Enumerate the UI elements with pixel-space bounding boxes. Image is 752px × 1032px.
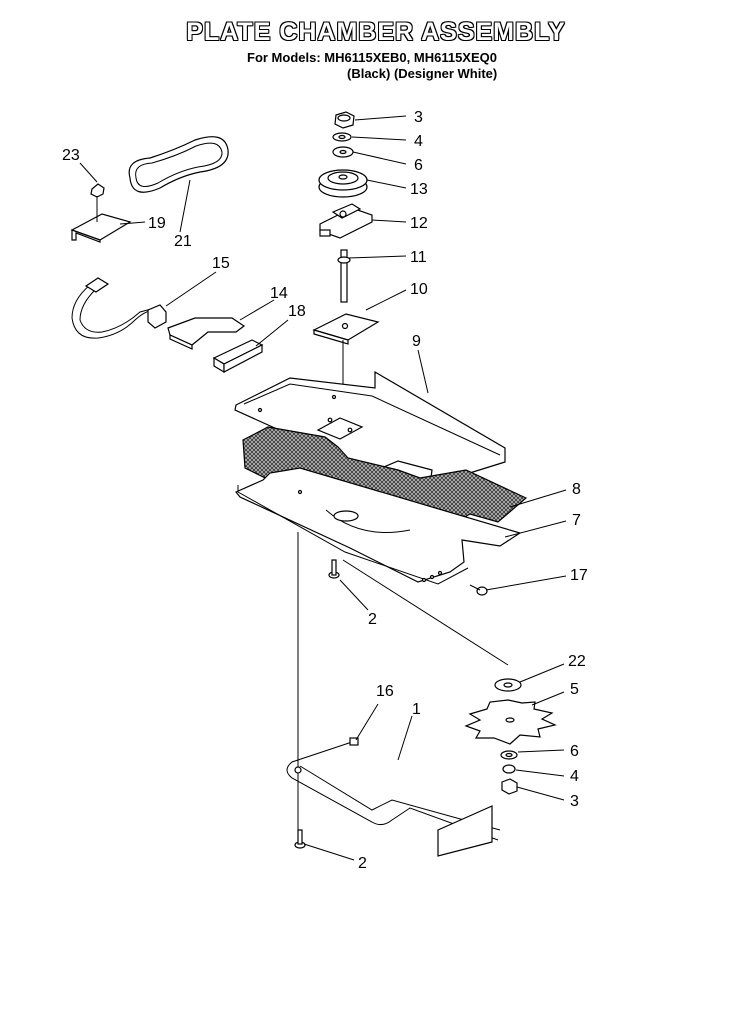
callout-21: 21 bbox=[174, 233, 192, 250]
lock-washer-part bbox=[332, 132, 352, 142]
screw-upper-part bbox=[328, 559, 340, 579]
callout-15: 15 bbox=[212, 255, 230, 272]
callout-6-top: 6 bbox=[414, 157, 423, 174]
callout-1: 1 bbox=[412, 701, 421, 718]
callout-16: 16 bbox=[376, 683, 394, 700]
lock-washer-lower-part bbox=[502, 764, 516, 774]
washer-lower-part bbox=[500, 750, 518, 760]
star-plate-part bbox=[464, 699, 557, 745]
callout-3-lower: 3 bbox=[570, 793, 579, 810]
callout-23: 23 bbox=[62, 147, 80, 164]
nut-part bbox=[334, 111, 355, 129]
screw-17-part bbox=[469, 584, 488, 596]
air-deflector-part bbox=[167, 317, 246, 350]
thermostat-bracket-part bbox=[70, 213, 132, 243]
wire-harness-part bbox=[71, 277, 167, 339]
callout-6-lower: 6 bbox=[570, 743, 579, 760]
pulley-part bbox=[318, 169, 368, 198]
callout-13: 13 bbox=[410, 181, 428, 198]
shaft-line bbox=[342, 559, 509, 666]
callout-5: 5 bbox=[570, 681, 579, 698]
callout-18: 18 bbox=[288, 303, 306, 320]
callout-11: 11 bbox=[410, 249, 427, 266]
callout-19: 19 bbox=[148, 215, 166, 232]
heating-element-part bbox=[286, 737, 501, 857]
callout-2-lower: 2 bbox=[358, 855, 367, 872]
nut-lower-part bbox=[501, 778, 518, 795]
callout-4-top: 4 bbox=[414, 133, 423, 150]
screw-lower-part bbox=[294, 829, 306, 849]
callout-2-upper: 2 bbox=[368, 611, 377, 628]
callout-22: 22 bbox=[568, 653, 586, 670]
leader-lines bbox=[79, 115, 567, 861]
callout-17: 17 bbox=[570, 567, 588, 584]
belt-part bbox=[128, 136, 229, 193]
washer-22-part bbox=[494, 678, 522, 692]
callout-14: 14 bbox=[270, 285, 288, 302]
callout-8: 8 bbox=[572, 481, 581, 498]
models-line: For Models: MH6115XEB0, MH6115XEQ0 bbox=[247, 50, 497, 65]
thermostat-part bbox=[90, 183, 105, 222]
motor-bracket-part bbox=[319, 203, 373, 239]
washer-part bbox=[332, 146, 354, 158]
callout-4-lower: 4 bbox=[570, 768, 579, 785]
page-title: PLATE CHAMBER ASSEMBLY bbox=[186, 18, 566, 46]
bottom-tray-plate-part bbox=[235, 467, 522, 585]
fuse-holder-part bbox=[212, 339, 264, 374]
callout-10: 10 bbox=[410, 281, 428, 298]
drive-shaft-part bbox=[337, 249, 351, 303]
callout-9: 9 bbox=[412, 333, 421, 350]
variants-line: (Black) (Designer White) bbox=[347, 66, 498, 81]
callout-12: 12 bbox=[410, 215, 428, 232]
callout-7: 7 bbox=[572, 512, 581, 529]
coupler-plate-part bbox=[312, 313, 380, 345]
callout-3-top: 3 bbox=[414, 109, 423, 126]
